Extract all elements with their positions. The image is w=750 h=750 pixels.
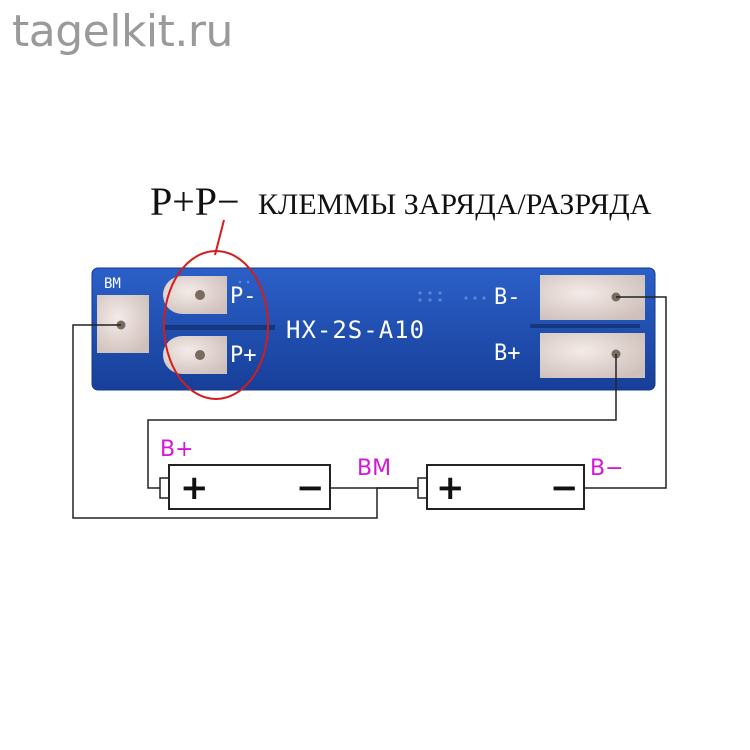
cell-right-plus: + — [436, 468, 465, 508]
highlight-ellipse — [163, 250, 269, 400]
pcb-p-minus-label: P- — [230, 284, 257, 309]
caption-pointer — [214, 219, 225, 256]
cell-right-minus: − — [550, 468, 579, 508]
pcb-b-plus-label: B+ — [494, 341, 521, 366]
pcb-board: BM P- P+ HX-2S-A10 B- B+ — [91, 267, 656, 391]
battery-cell-right: + − — [417, 464, 585, 510]
wire-label-bm: BM — [357, 456, 391, 481]
pcb-p-plus-label: P+ — [230, 343, 257, 368]
cell-left-minus: − — [296, 468, 325, 508]
pcb-b-minus-label: B- — [494, 285, 521, 310]
pcb-model-label: HX-2S-A10 — [286, 316, 425, 344]
caption-description: КЛЕММЫ ЗАРЯДА/РАЗРЯДА — [258, 188, 652, 221]
wire-label-b-plus: B+ — [160, 437, 194, 462]
caption-terminals: P+P− — [150, 179, 240, 224]
wiring — [72, 296, 667, 519]
wire-label-b-minus: B− — [590, 456, 624, 481]
pcb-bm-label: BM — [104, 276, 121, 292]
battery-cell-left: + − — [159, 464, 331, 510]
cell-left-plus: + — [180, 468, 209, 508]
site-title: tagelkit.ru — [12, 6, 233, 57]
b-plus-pad — [540, 333, 645, 378]
